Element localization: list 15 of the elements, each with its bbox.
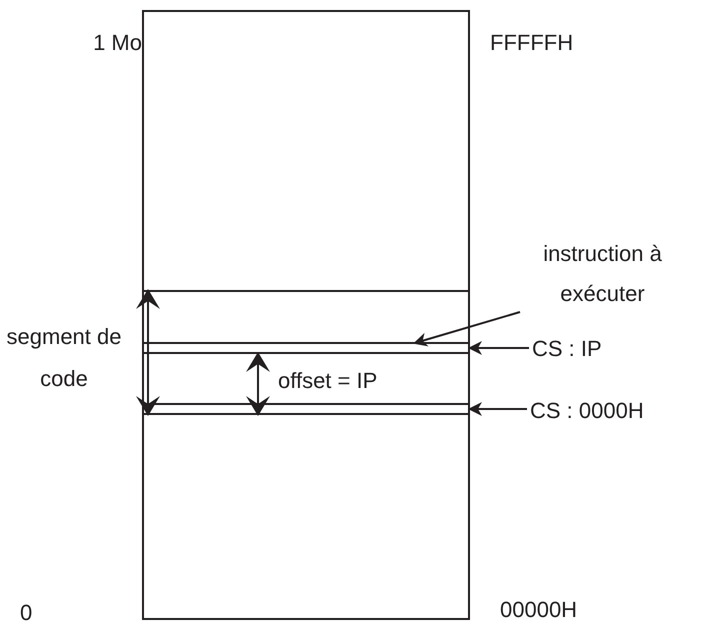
text-label: segment de code	[6, 323, 122, 393]
text-label: 0	[20, 600, 34, 626]
pointer-label: instruction à exécuter	[515, 234, 690, 314]
text-label: 1 Mo	[92, 30, 142, 56]
memory-band	[144, 342, 468, 354]
text-label: 00000H	[500, 597, 578, 623]
memory-band	[144, 403, 468, 415]
arrow	[468, 341, 529, 355]
text-label: FFFFFH	[490, 30, 574, 56]
text-label: offset = IP	[278, 368, 378, 394]
pointer-label: CS : IP	[532, 336, 632, 362]
pointer-label: CS : 0000H	[530, 398, 710, 424]
arrow	[413, 311, 520, 346]
memory-block	[142, 10, 470, 620]
arrow	[468, 402, 527, 416]
